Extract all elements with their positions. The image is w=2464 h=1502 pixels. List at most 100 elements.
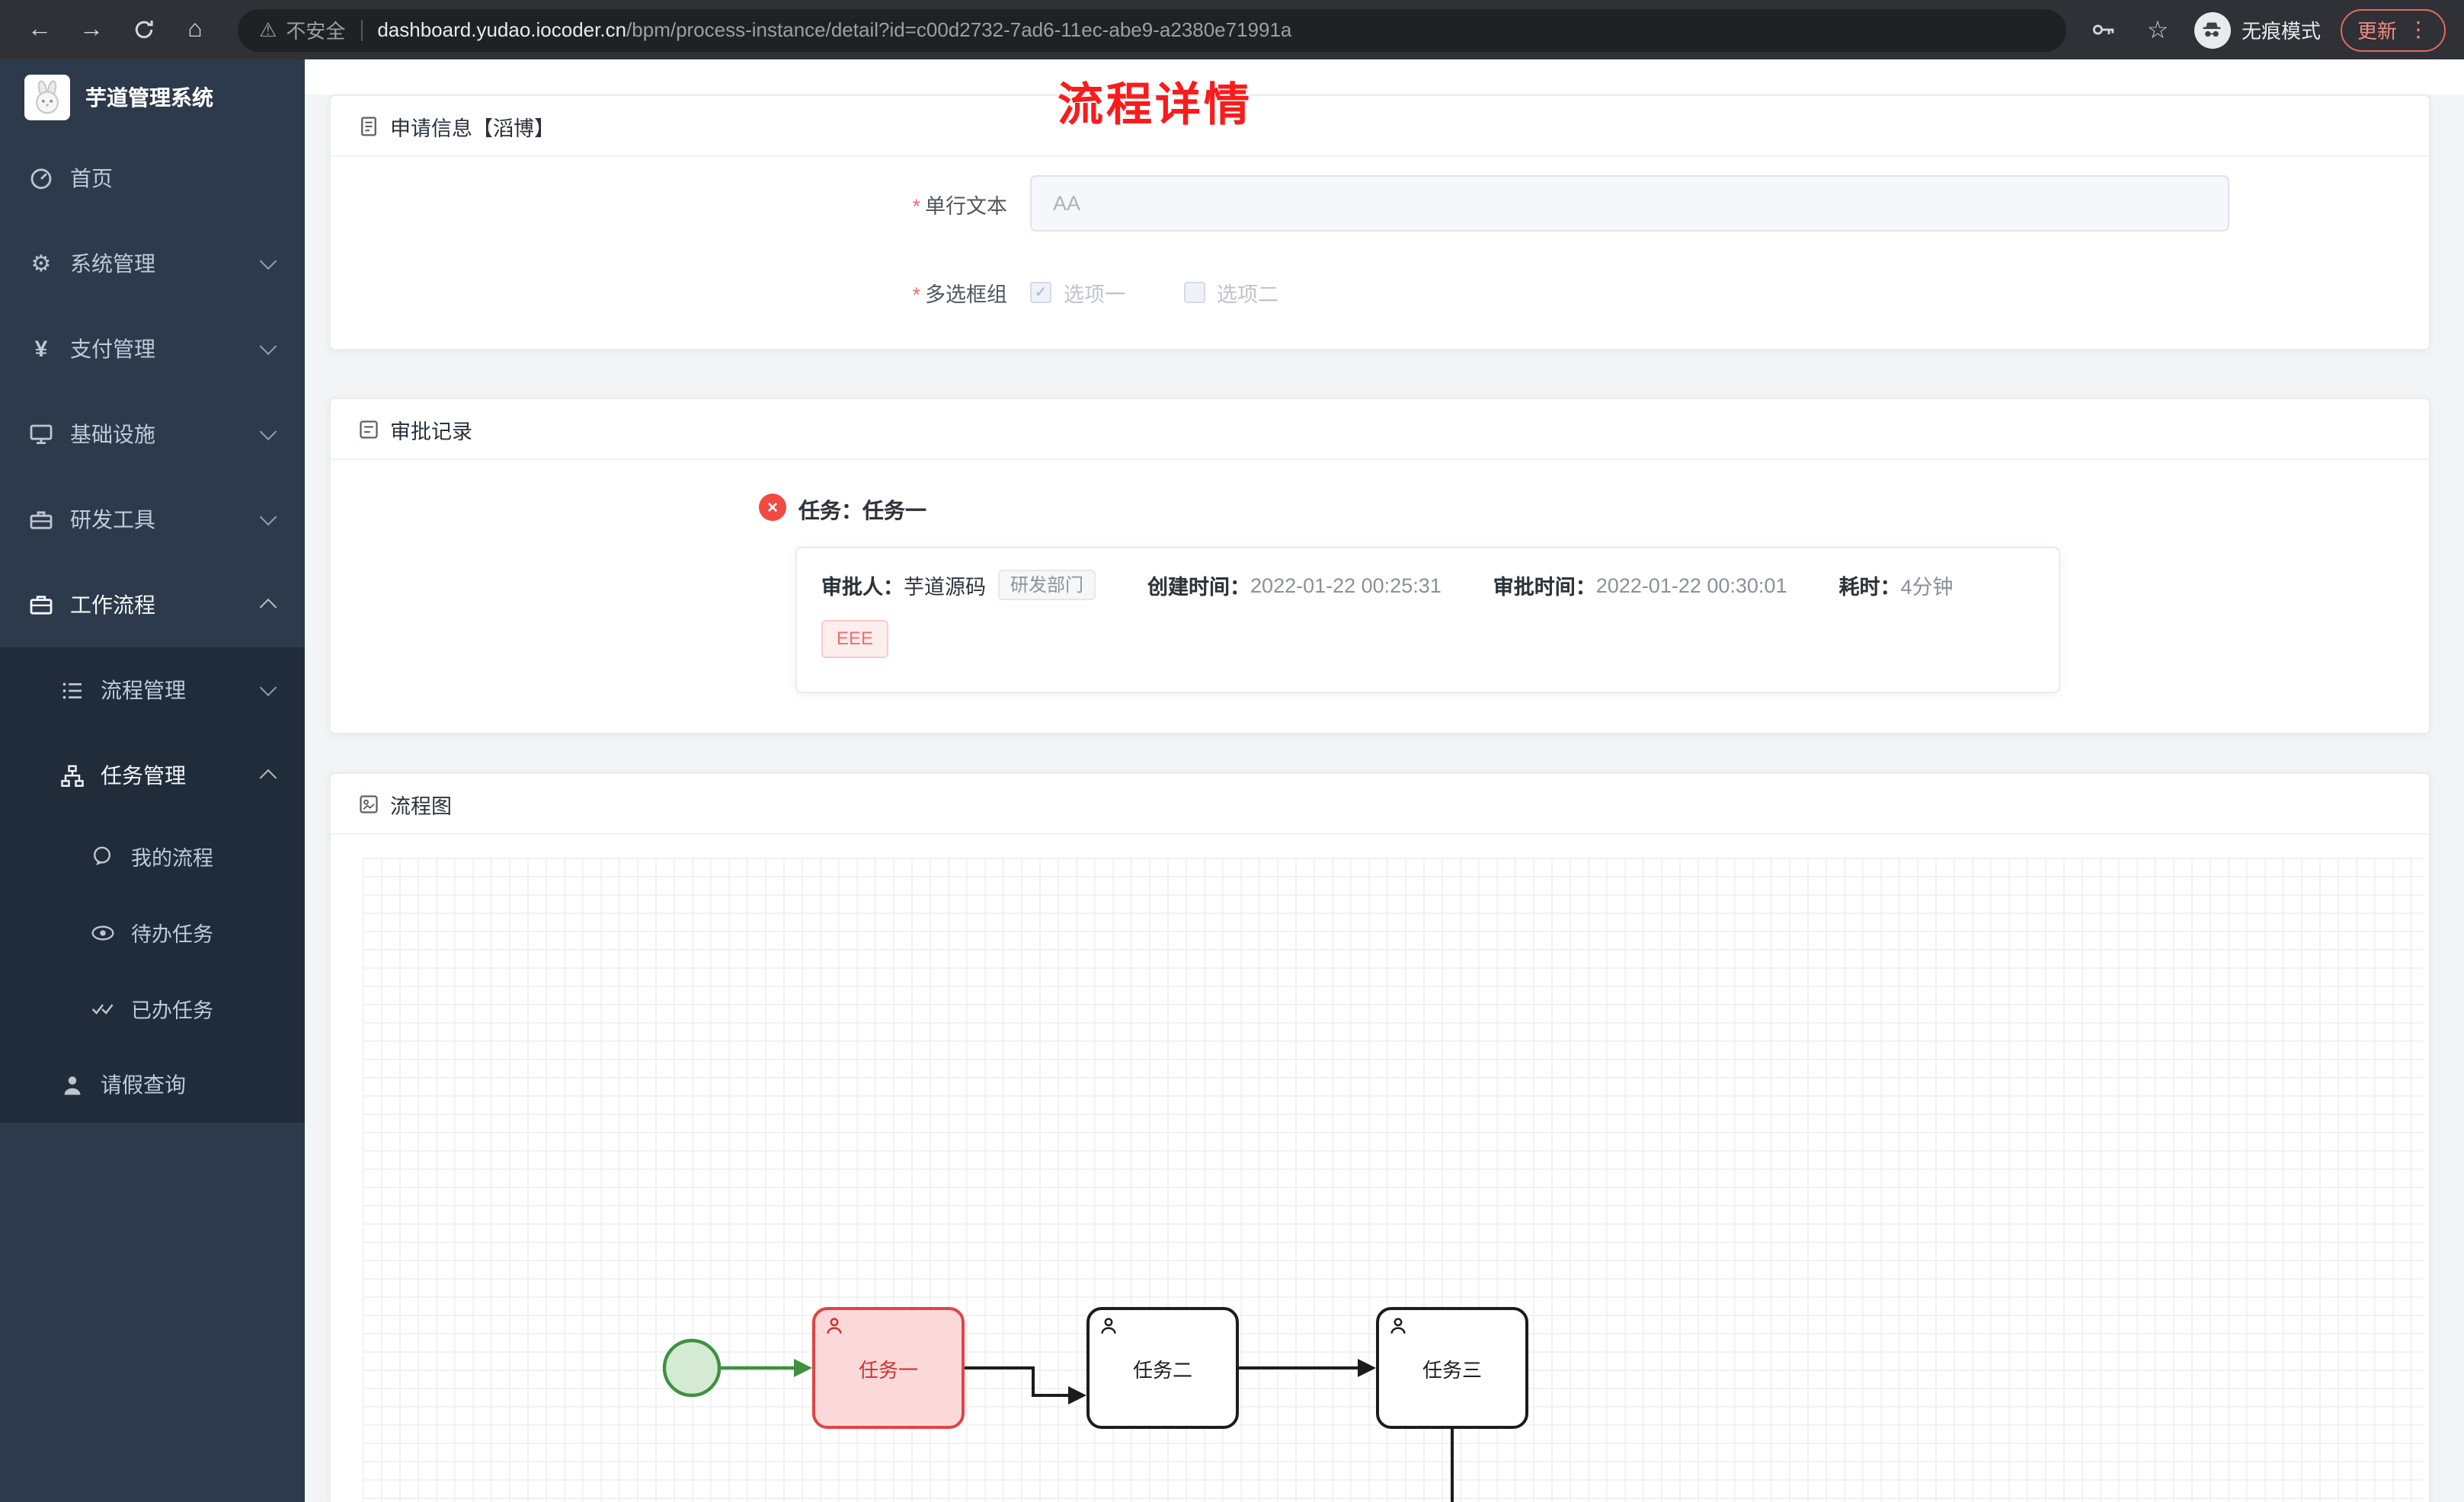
sidebar-item-pending-tasks[interactable]: 待办任务	[0, 894, 305, 970]
sidebar-item-leave-query[interactable]: 请假查询	[0, 1047, 305, 1123]
required-asterisk: *	[912, 283, 920, 306]
chevron-down-icon	[259, 508, 277, 526]
approval-records-header: 审批记录	[331, 399, 2429, 460]
process-diagram-card: 流程图	[329, 772, 2430, 1502]
yen-icon: ¥	[34, 336, 48, 362]
bpmn-task-node-2: 任务二	[1086, 1307, 1239, 1429]
sidebar-item-label: 流程管理	[101, 678, 186, 702]
double-check-icon	[88, 995, 116, 1022]
sidebar-item-home[interactable]: 首页	[0, 136, 305, 221]
eye-icon	[88, 919, 116, 946]
approve-time-value: 2022-01-22 00:30:01	[1595, 574, 1787, 597]
approval-detail-box: 审批人： 芋道源码 研发部门 创建时间： 2022-01-22 00:25:31…	[795, 547, 2060, 693]
sidebar-item-task-management[interactable]: 任务管理	[0, 733, 305, 818]
sidebar-item-label: 支付管理	[70, 337, 155, 361]
approver-name: 芋道源码	[904, 576, 986, 599]
task-title: 任务：任务一	[798, 498, 926, 523]
text-field-label: *单行文本	[912, 194, 1007, 217]
create-time-value: 2022-01-22 00:25:31	[1250, 574, 1442, 597]
approver-label: 审批人：	[821, 576, 904, 599]
sidebar-item-label: 已办任务	[131, 999, 213, 1022]
profile-chip[interactable]: 无痕模式	[2194, 11, 2321, 48]
refresh-button[interactable]	[122, 8, 165, 51]
toolbox-icon	[27, 506, 55, 533]
sidebar-item-done-tasks[interactable]: 已办任务	[0, 970, 305, 1047]
sidebar-item-infrastructure[interactable]: 基础设施	[0, 391, 305, 477]
back-icon: ←	[27, 16, 52, 42]
workflow-submenu: 流程管理 任务管理 我的流程 待办任务	[0, 647, 305, 1123]
home-button[interactable]: ⌂	[174, 8, 216, 51]
bpmn-edge-layer	[662, 1338, 1454, 1502]
sidebar-item-process-management[interactable]: 流程管理	[0, 647, 305, 733]
approval-records-title: 审批记录	[390, 420, 472, 443]
required-asterisk: *	[912, 194, 920, 217]
create-time-label: 创建时间：	[1147, 576, 1251, 599]
sidebar-item-label: 基础设施	[70, 422, 155, 446]
bookmark-star-button[interactable]: ☆	[2141, 13, 2174, 46]
checkbox-label: 选项二	[1217, 283, 1278, 306]
application-info-header: 申请信息【滔博】	[331, 96, 2429, 157]
chat-icon	[88, 842, 116, 870]
sidebar-item-workflow[interactable]: 工作流程	[0, 562, 305, 647]
checkbox-checked: ✓	[1030, 282, 1051, 303]
checkbox-option-1: ✓ 选项一	[1030, 277, 1125, 308]
org-tree-icon	[58, 762, 85, 789]
process-diagram-title: 流程图	[390, 794, 452, 817]
duration-value: 4分钟	[1900, 576, 1954, 599]
approve-time-group: 审批时间： 2022-01-22 00:30:01	[1493, 570, 1787, 600]
sidebar-item-label: 首页	[70, 166, 113, 190]
sidebar-item-label: 任务管理	[101, 763, 186, 788]
sidebar: 芋道管理系统 首页 ⚙ 系统管理 ¥ 支付管理 基础设施	[0, 59, 305, 1502]
checkbox-option-2: 选项二	[1183, 277, 1278, 308]
sidebar-item-label: 系统管理	[70, 251, 155, 276]
sidebar-item-label: 请假查询	[101, 1072, 186, 1097]
close-icon: ×	[766, 497, 778, 518]
top-strip	[305, 59, 2464, 94]
approve-time-label: 审批时间：	[1493, 576, 1596, 599]
key-icon	[2093, 24, 2115, 35]
sidebar-item-devtools[interactable]: 研发工具	[0, 477, 305, 562]
sidebar-item-label: 研发工具	[70, 507, 155, 532]
diagram-icon	[360, 794, 378, 813]
user-task-icon	[1390, 1318, 1406, 1334]
url-domain: dashboard.yudao.iocoder.cn	[377, 18, 627, 41]
approval-detail-line: 审批人： 芋道源码 研发部门 创建时间： 2022-01-22 00:25:31…	[821, 570, 2034, 601]
gear-icon: ⚙	[30, 251, 52, 277]
bpmn-canvas[interactable]: 任务一 任务二 任务三	[363, 858, 2423, 1502]
task-node-label: 任务三	[1422, 1358, 1482, 1381]
back-button[interactable]: ←	[18, 8, 61, 51]
forward-button[interactable]: →	[70, 8, 113, 51]
task-failed-badge: ×	[759, 494, 786, 521]
list-icon	[58, 676, 85, 704]
approval-reason-tag: EEE	[821, 620, 889, 658]
brand-title: 芋道管理系统	[85, 85, 213, 110]
sidebar-item-my-processes[interactable]: 我的流程	[0, 818, 305, 894]
department-tag: 研发部门	[998, 570, 1096, 601]
application-info-title: 申请信息【滔博】	[390, 117, 555, 139]
application-info-card: 申请信息【滔博】 *单行文本 *多选框组 ✓ 选项一 选项二	[329, 94, 2430, 350]
sidebar-item-system[interactable]: ⚙ 系统管理	[0, 221, 305, 306]
chevron-down-icon	[259, 679, 277, 697]
bpmn-task-node-1: 任务一	[812, 1307, 965, 1429]
task-node-label: 任务一	[858, 1358, 918, 1381]
toolbar-right-cluster: ☆ 无痕模式 更新 ⋮	[2088, 8, 2446, 51]
chevron-down-icon	[259, 423, 277, 441]
approval-records-card: 审批记录 × 任务：任务一 审批人： 芋道源码 研发部门 创建时间： 2022-…	[329, 398, 2430, 734]
update-label: 更新	[2357, 20, 2397, 43]
omnibox-divider	[360, 19, 363, 40]
start-event-node	[662, 1338, 722, 1398]
incognito-badge	[2194, 11, 2231, 48]
browser-update-menu-button[interactable]: 更新 ⋮	[2340, 8, 2446, 51]
main-content: 流程详情 申请信息【滔博】 *单行文本 *多选框组 ✓ 选项一	[305, 59, 2464, 1502]
task-node-label: 任务二	[1132, 1358, 1192, 1381]
approver-group: 审批人： 芋道源码 研发部门	[821, 570, 1096, 601]
address-bar[interactable]: ⚠ 不安全 dashboard.yudao.iocoder.cn /bpm/pr…	[238, 8, 2066, 51]
kebab-menu-icon: ⋮	[2408, 17, 2429, 41]
sidebar-item-payment[interactable]: ¥ 支付管理	[0, 306, 305, 391]
bpmn-task-node-3: 任务三	[1376, 1307, 1528, 1429]
single-line-text-input	[1030, 175, 2229, 232]
brand-header: 芋道管理系统	[0, 59, 305, 136]
password-key-button[interactable]	[2088, 13, 2121, 46]
duration-group: 耗时： 4分钟	[1838, 570, 1953, 600]
chevron-down-icon	[259, 252, 277, 270]
